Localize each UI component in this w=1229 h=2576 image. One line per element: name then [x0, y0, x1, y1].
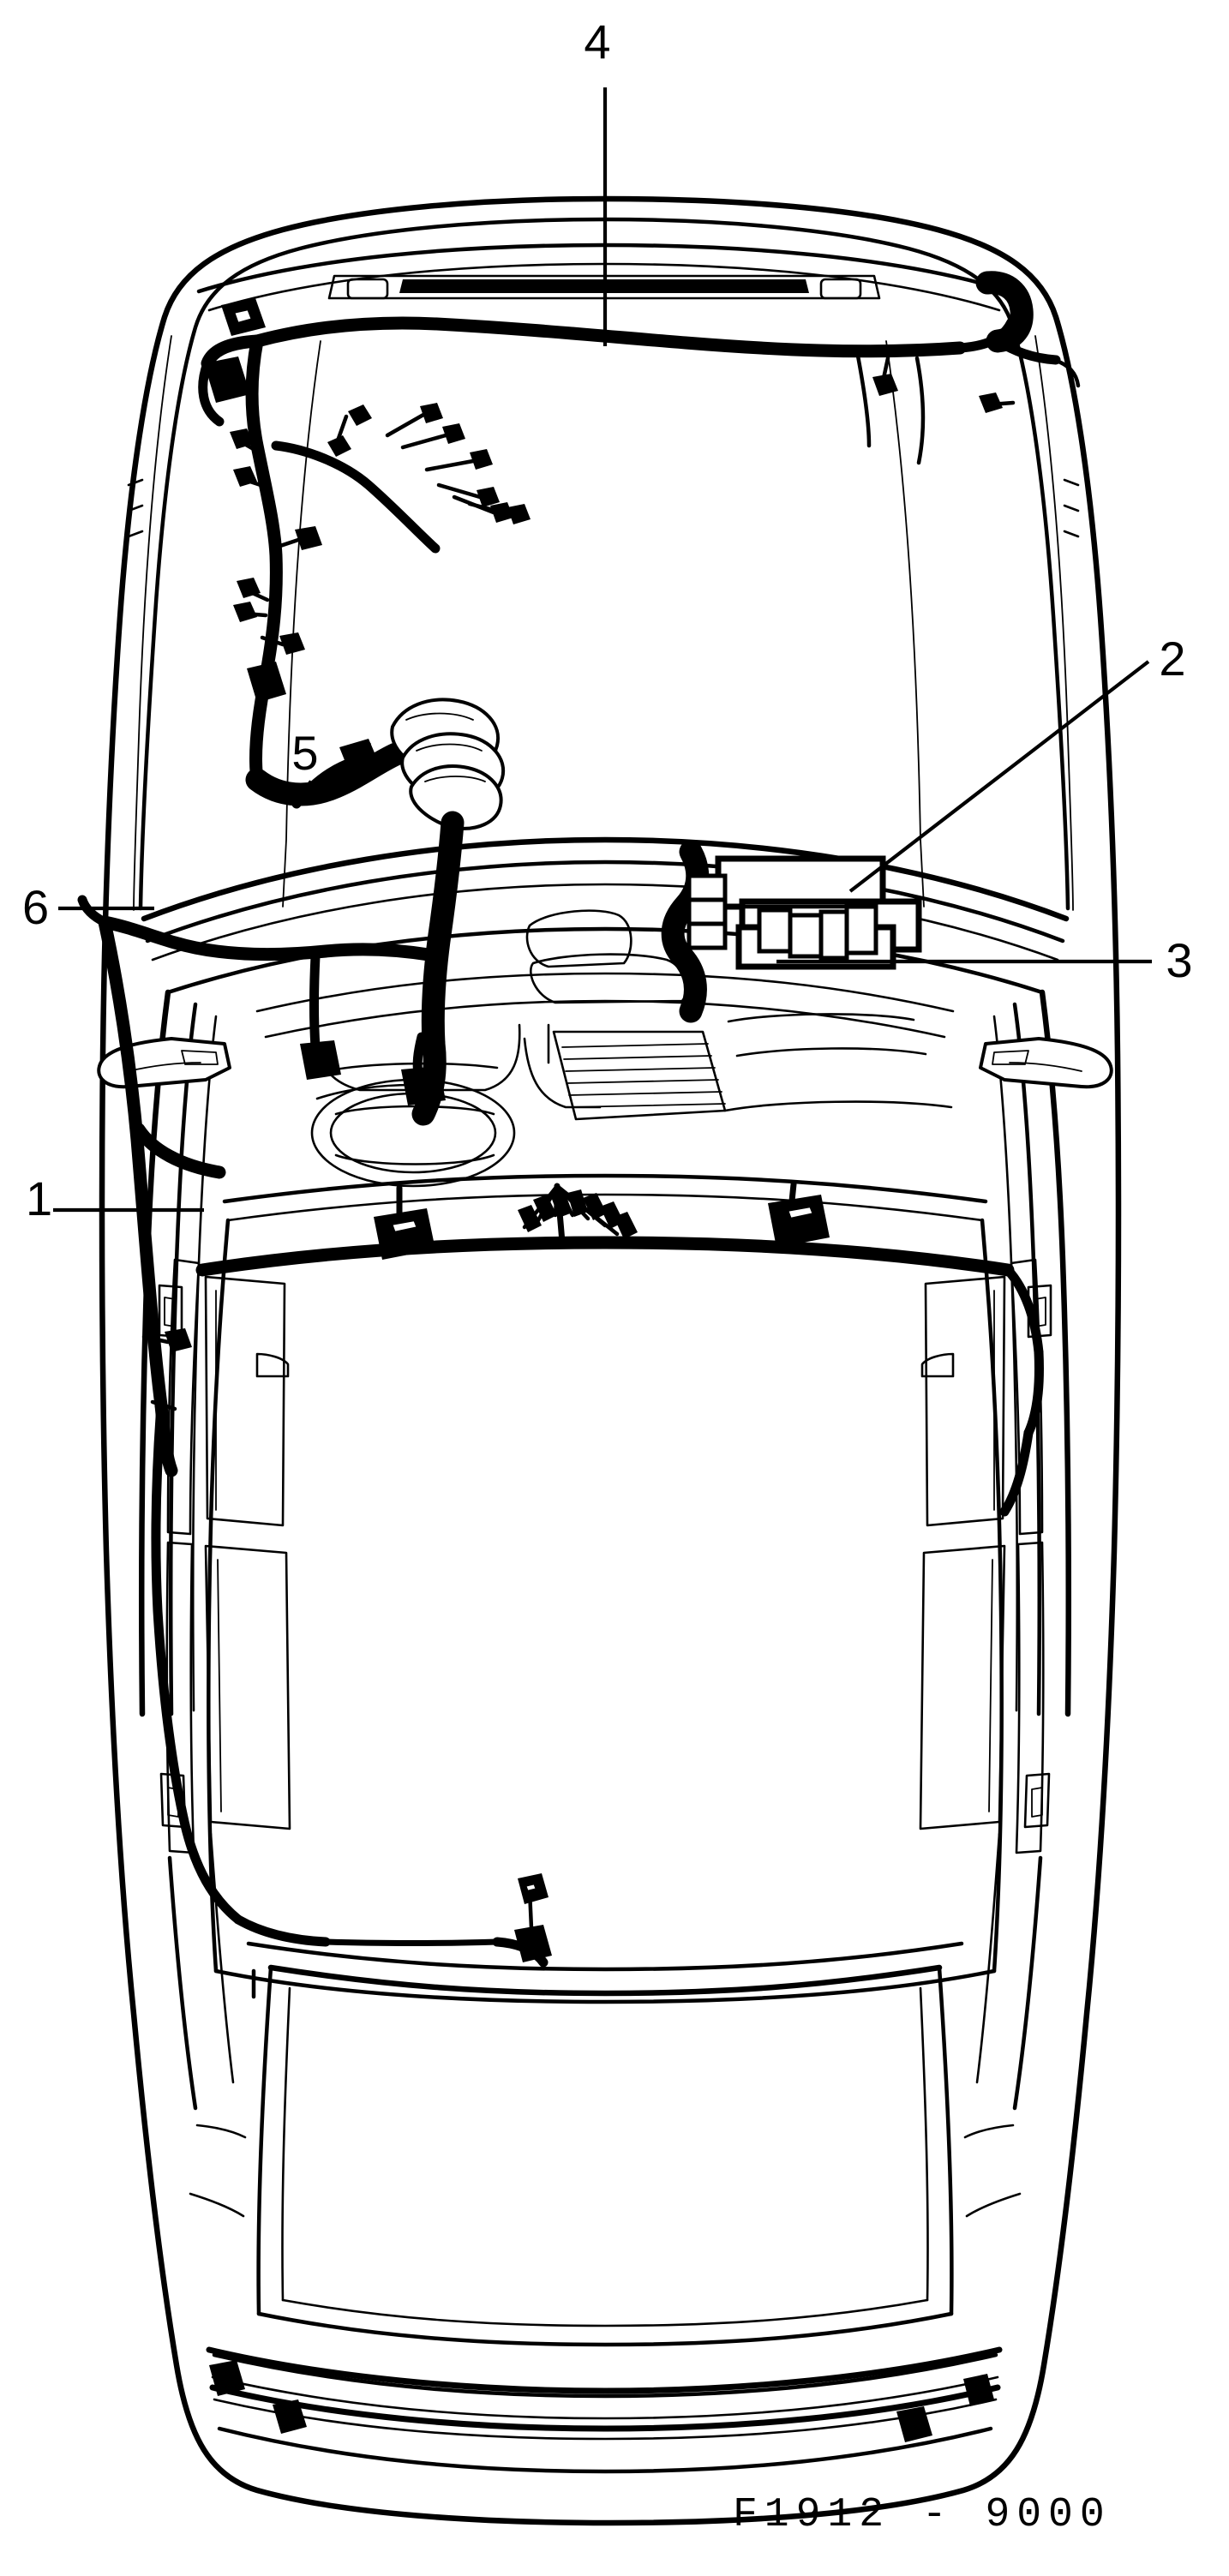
connector-fan-front [327, 403, 531, 524]
right-rear-door [919, 1541, 1051, 1854]
rear-screen-and-bootlid [211, 1941, 999, 2474]
centre-connector-fan [518, 1183, 638, 1246]
callout-numbers: 4 2 3 1 5 6 [22, 15, 1193, 1225]
main-loom-to-grommet [77, 698, 506, 1126]
callout-leader-lines [53, 87, 1152, 1213]
bulkhead-grommet [390, 698, 506, 830]
interior-cross-harness [98, 915, 1044, 2442]
figure-caption: F1912 - 9000 [733, 2492, 1112, 2538]
bulkhead-harness [198, 271, 1081, 787]
right-mirror [979, 1037, 1113, 1089]
callout-3: 3 [1166, 933, 1192, 987]
callout-6: 6 [22, 880, 49, 934]
harness-connector-left [374, 1184, 435, 1260]
leader-2 [848, 660, 1150, 893]
callout-4: 4 [584, 15, 610, 69]
leader-5 [307, 771, 351, 789]
left-front-door [158, 1258, 290, 1536]
relay-and-fuse-box [661, 840, 922, 1023]
car-body-outline [97, 195, 1122, 2526]
callout-1: 1 [26, 1171, 52, 1225]
callout-2: 2 [1159, 632, 1185, 686]
callout-5: 5 [291, 726, 318, 780]
harness-connector-right [768, 1181, 830, 1248]
